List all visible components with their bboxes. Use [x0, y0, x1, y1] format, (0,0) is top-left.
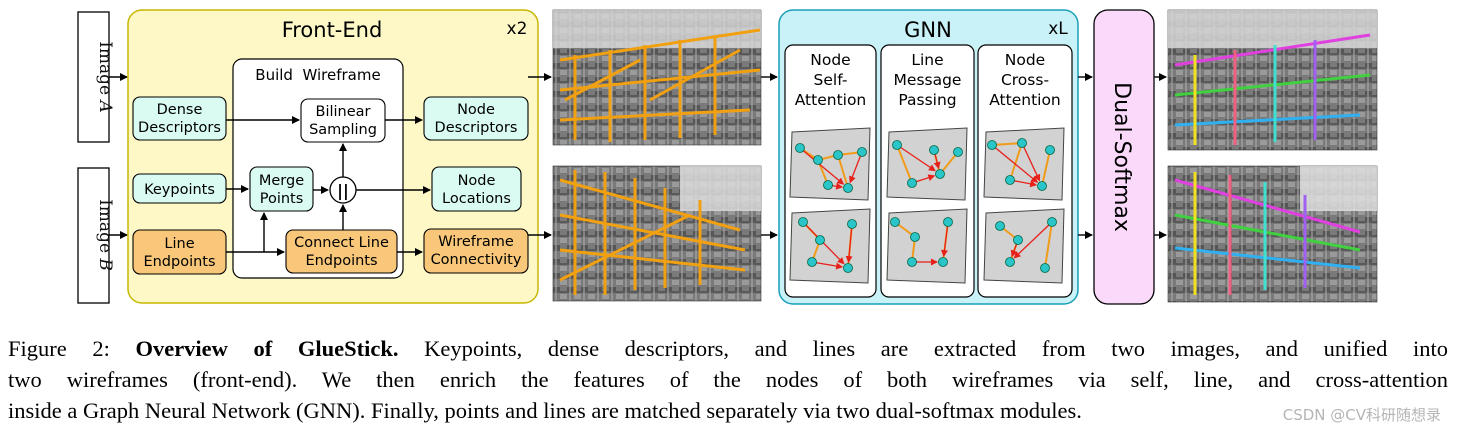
graph-5-node-0 [995, 221, 1005, 231]
graph-4-edge-0 [991, 142, 1023, 146]
graph-3-node-2 [943, 217, 953, 227]
graph-4-message-0 [991, 144, 1039, 183]
graph-4-node-4 [1037, 181, 1047, 191]
graph-panel-2 [886, 127, 968, 201]
graph-4-edge-2 [1041, 149, 1051, 187]
graph-3-node-3 [938, 257, 948, 267]
wireframe-photo-b [552, 165, 762, 302]
gluestick-overview-figure: Image A Image B Front-End x2 Build Wiref… [77, 9, 1378, 305]
caption-line-2: two wireframes (front-end). We then enri… [8, 367, 1448, 392]
caption-title: Overview of GlueStick. [135, 336, 399, 361]
gnn-repeat-label: xL [1048, 19, 1068, 39]
graph-1-node-4 [807, 257, 817, 267]
graph-0-message-2 [849, 151, 863, 184]
figure-caption: Figure 2: Overview of GlueStick. Keypoin… [8, 333, 1448, 426]
graph-1-node-1 [815, 235, 825, 245]
graph-2-node-1 [907, 178, 917, 188]
graph-4-edge-1 [1009, 142, 1023, 181]
graph-4-node-0 [987, 140, 997, 150]
node-descriptors-box [423, 96, 529, 141]
graph-5-node-2 [1047, 217, 1057, 227]
gnn-mini-graphs [789, 127, 1065, 284]
merge-points-box [249, 166, 314, 212]
dense-descriptors-box [132, 96, 227, 141]
graph-2-node-3 [935, 169, 945, 179]
matched-photo-b [1167, 165, 1378, 303]
graph-2-node-2 [929, 145, 939, 155]
graph-3-message-1 [941, 221, 949, 258]
matched-photo-a [1167, 9, 1378, 151]
dual-softmax-box [1093, 9, 1155, 305]
gnn-title: GNN [904, 18, 952, 42]
graph-2-node-0 [892, 140, 902, 150]
graph-5-node-3 [1040, 263, 1050, 273]
graph-5-message-1 [1013, 221, 1053, 259]
graph-1-message-1 [845, 223, 853, 264]
node-locations-box [431, 166, 522, 212]
graph-0-node-1 [813, 155, 823, 165]
graph-0-node-0 [795, 143, 805, 153]
image-b-label: Image B [95, 199, 115, 271]
frontend-title: Front-End [282, 18, 383, 42]
graph-1-node-2 [847, 219, 857, 229]
graph-5-node-4 [1005, 257, 1015, 267]
build-wireframe-title: Build Wireframe [255, 66, 380, 84]
caption-line-3: inside a Graph Neural Network (GNN). Fin… [8, 398, 1082, 423]
photo-arrows [761, 73, 778, 239]
concat-symbol: || [337, 181, 349, 201]
watermark: CSDN @CV科研随想录 [1282, 406, 1441, 424]
graph-5-node-1 [1013, 235, 1023, 245]
graph-1-node-0 [798, 217, 808, 227]
graph-0-node-5 [857, 147, 867, 157]
graph-0-node-4 [833, 150, 843, 160]
graph-4-node-1 [1017, 138, 1027, 148]
dual-softmax-label: Dual-Softmax [1109, 82, 1134, 232]
graph-1-message-2 [811, 261, 844, 270]
wireframe-connectivity-box [423, 228, 529, 274]
graph-0-edge-4 [837, 154, 849, 189]
graph-3-node-1 [910, 232, 920, 242]
keypoints-label: Keypoints [144, 182, 215, 198]
graph-3-node-0 [890, 217, 900, 227]
graph-0-node-3 [843, 183, 853, 193]
graph-3-node-4 [907, 257, 917, 267]
graph-4-node-3 [1005, 175, 1015, 185]
graph-2-edge-0 [896, 144, 913, 184]
graph-2-node-4 [953, 147, 963, 157]
frontend-repeat-label: x2 [507, 19, 528, 39]
graph-5-edge-1 [1044, 221, 1053, 269]
graph-2-message-2 [896, 144, 936, 172]
graph-4-node-2 [1045, 145, 1055, 155]
wireframe-photo-a [552, 9, 762, 146]
graph-0-node-2 [823, 180, 833, 190]
image-a-label: Image A [95, 41, 115, 113]
graph-4-message-1 [1021, 142, 1041, 182]
graph-1-node-3 [843, 263, 853, 273]
image-a-box [77, 11, 110, 143]
graph-0-message-0 [799, 147, 845, 185]
frontend-arrows [226, 73, 552, 256]
caption-line-1: Figure 2: Overview of GlueStick. Keypoin… [8, 336, 1448, 361]
